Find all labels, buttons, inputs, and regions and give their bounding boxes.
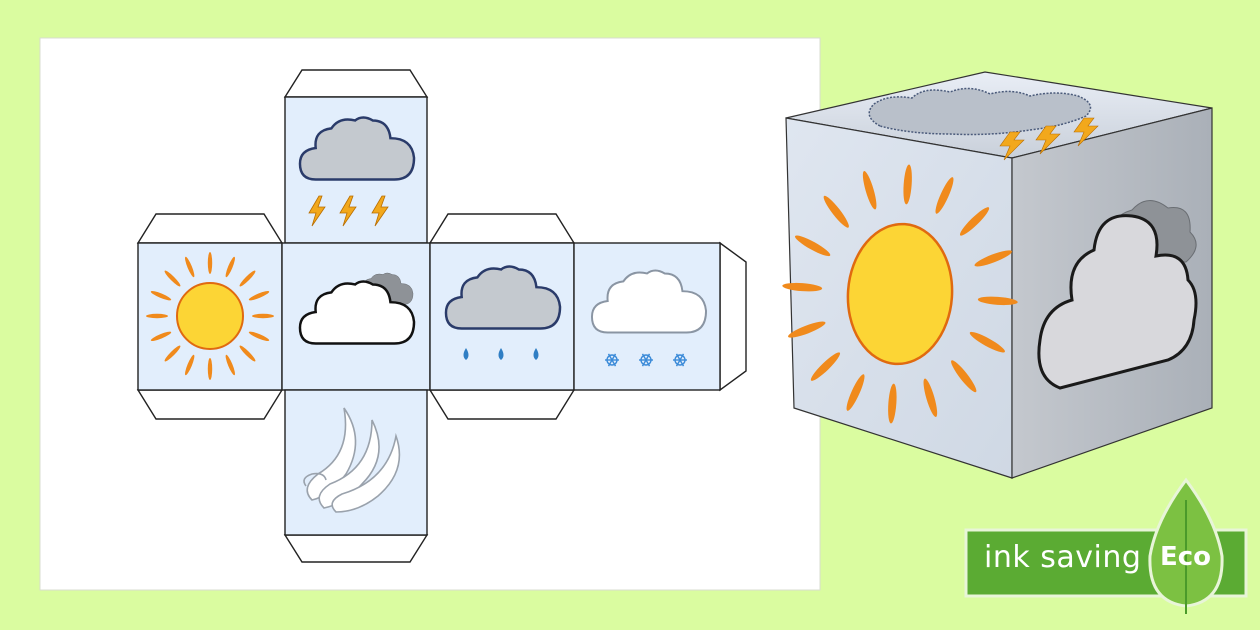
wind-icon [303,407,401,513]
sun-ray [248,331,270,341]
sun-ray [225,256,235,278]
sun-ray [935,177,954,214]
sun-ray [923,378,938,417]
sun-ray [951,360,977,393]
sun-ray [225,354,235,376]
snowflake-icon [639,353,653,367]
net-face-wind [284,389,428,536]
rain-drop-icon [498,348,504,360]
sun-ray [788,321,826,338]
sun-icon [146,252,274,380]
sun-ray [207,358,213,380]
sun-ray [959,207,990,236]
sun-ray [888,383,897,424]
snowflake-icon [605,353,619,367]
sun-ray [974,250,1012,267]
glue-tab-mid-top [428,213,576,244]
glue-tab-left-bottom [136,389,284,420]
snowflake-icon [673,353,687,367]
sun-ray [185,354,195,376]
storm-cloud-icon [868,87,1099,161]
sun-ray [252,313,274,319]
sun-ray [969,331,1005,353]
sun-ray [810,352,841,381]
sun-ray [846,374,865,411]
sun-ray [239,270,256,287]
rain-drop-icon [533,348,539,360]
weather-dice-3d [782,71,1213,479]
sun-ray [164,345,181,362]
sun-ray [248,291,270,301]
sun-ray [146,313,168,319]
rain-cloud-icon [444,265,562,360]
glue-tab-right [719,241,747,392]
glue-tab-top [283,69,429,98]
glue-tab-bottom [283,534,429,563]
sun-ray [795,235,831,257]
glue-tab-mid-bottom [428,389,576,420]
sun-ray [185,256,195,278]
sun-ray [782,282,823,292]
sun-ray [903,164,912,205]
sun-ray [823,195,849,228]
sun-ray [239,345,256,362]
sun-ray [164,270,181,287]
sun-icon [782,164,1018,424]
sun-ray [207,252,213,274]
eco-label: Eco [1160,542,1212,572]
snow-cloud-icon [590,269,708,367]
sun-ray [977,296,1018,306]
ink-saving-badge [964,477,1248,614]
ink-saving-label: ink saving [984,540,1142,575]
cloudy-icon [1037,200,1198,390]
rain-drop-icon [463,348,469,360]
sun-ray [862,171,877,210]
glue-tab-left-top [136,213,284,244]
sun-ray [150,291,172,301]
sun-ray [150,331,172,341]
